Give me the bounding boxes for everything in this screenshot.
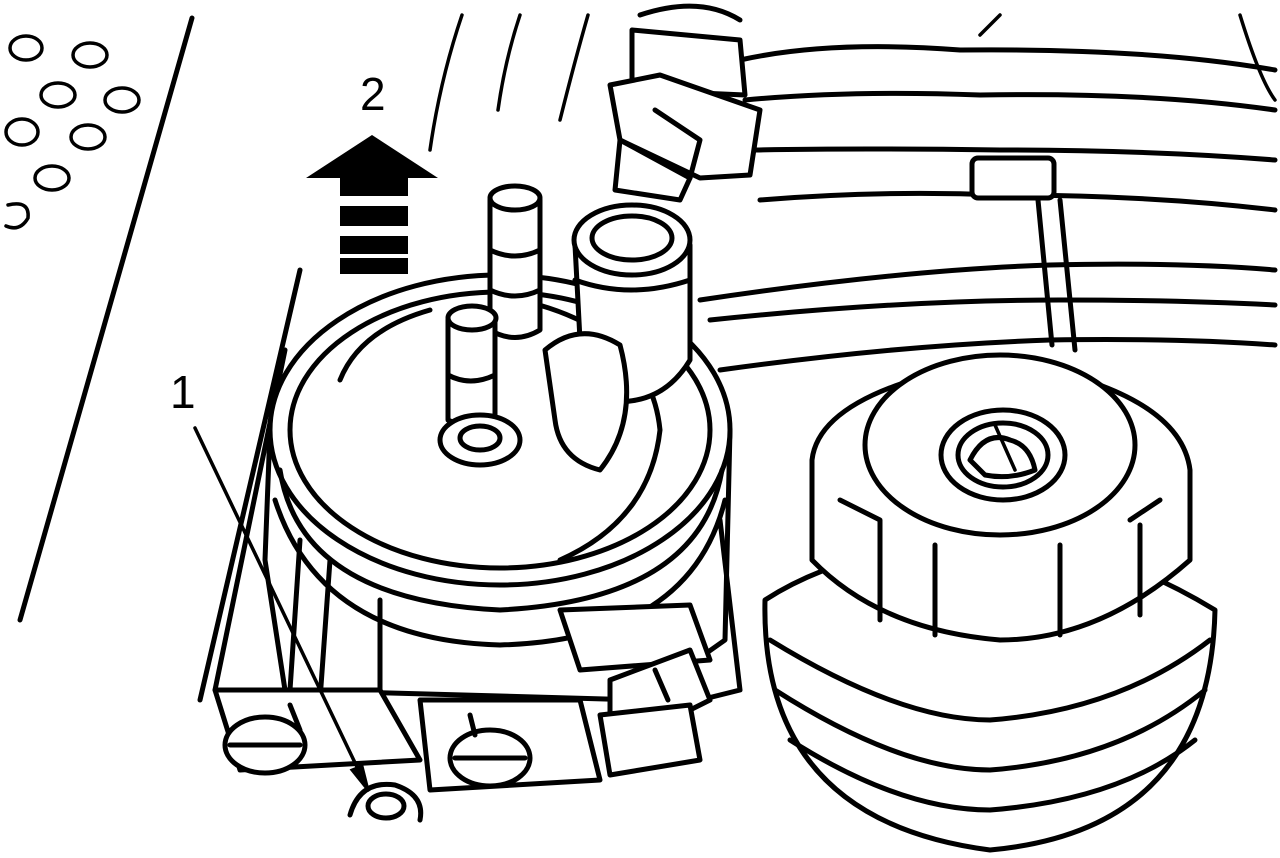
outlet-pipe: [542, 202, 693, 473]
droplet: [39, 81, 77, 109]
droplet: [71, 41, 109, 69]
droplet-cluster: [4, 34, 141, 230]
valve-stems: [437, 183, 543, 468]
droplet: [4, 117, 40, 147]
callout-1-leader: [193, 426, 370, 792]
droplet: [4, 202, 30, 230]
droplet: [8, 34, 44, 62]
droplet: [69, 123, 107, 151]
callout-label-1: 1: [170, 366, 196, 418]
reservoir-cap: [762, 352, 1218, 853]
locating-hole: [347, 781, 424, 823]
droplet: [103, 86, 141, 114]
hose-bundle: [697, 13, 1278, 373]
lift-up-arrow-icon: [306, 135, 438, 274]
oil-can-icon: [938, 407, 1068, 503]
hose-connector: [607, 3, 763, 203]
droplet: [33, 164, 71, 192]
callout-label-2: 2: [360, 68, 386, 120]
mounting-bolts: [212, 687, 603, 793]
